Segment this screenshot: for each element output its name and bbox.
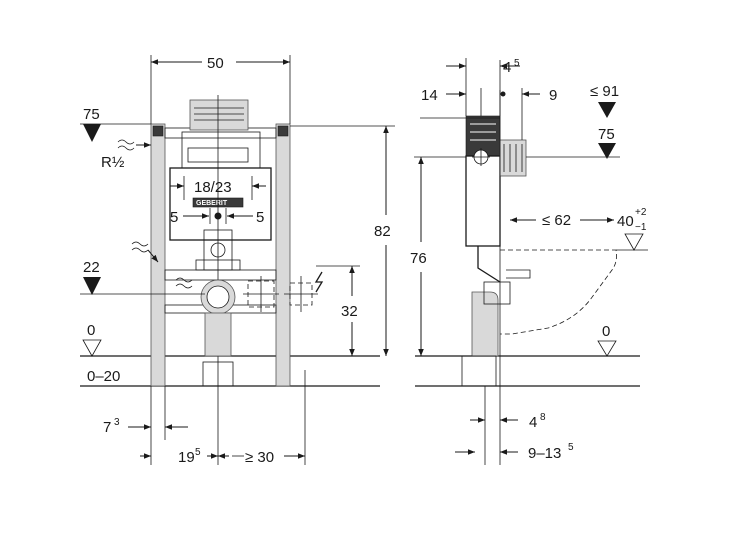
side-level-top-label: 75 [598,126,615,143]
side-floor-level-label: 0 [602,323,610,340]
electric-icon [314,271,324,293]
side-depth-b-label: 4 [503,59,511,76]
connection-label: R½ [101,154,125,171]
floor-range-label: 0–20 [87,368,120,385]
side-projection-label: ≤ 62 [542,212,571,229]
side-bowl-marker [624,233,644,251]
frame-left-post [150,123,166,387]
outlet-height-label: 32 [341,303,358,320]
width-dim-label: 50 [207,55,224,72]
min-spacing-label: ≥ 30 [245,449,274,466]
frame-top-right-cap [277,125,289,137]
side-bowl-tol-minus: −1 [635,222,647,233]
front-view: GEBERIT 18/23 5 5 [80,55,395,466]
frame-right-post [275,123,291,387]
front-floor-marker [82,339,102,357]
foot-offset-sup: 3 [114,417,120,428]
water-inlet-icon [117,139,135,151]
side-wall-range-sup: 5 [568,442,574,453]
side-pipe-end [461,355,497,387]
center-offset-label: 19 [178,449,195,466]
side-view: 14 4 5 9 ≤ 91 75 76 ≤ 62 40 +2 −1 0 [410,58,648,465]
side-depth-c-label: 9 [549,87,557,104]
side-wall-range-label: 9–13 [528,445,561,462]
side-depth-b-sup: 5 [514,58,520,69]
foot-offset-label: 7 [103,419,111,436]
center-spacing-label: 18/23 [194,179,232,196]
side-bowl-height-label: 40 [617,213,634,230]
wc-bowl-outline [500,249,617,335]
offset-left-label: 5 [170,209,178,226]
side-level-top-marker [598,143,616,159]
offset-right-label: 5 [256,209,264,226]
side-max-top-marker [598,102,616,118]
front-level-mid-marker [83,277,101,295]
center-offset-sup: 5 [195,447,201,458]
front-level-top-marker [83,124,101,142]
brand-text: GEBERIT [196,200,228,207]
side-depth-a-label: 14 [421,87,438,104]
front-level-top-label: 75 [83,106,100,123]
height-dim-label: 82 [374,223,391,240]
side-bowl-tol-plus: +2 [635,207,647,218]
waste-pipe [204,312,232,357]
side-floor-marker [597,340,617,357]
water-icon-lower [175,277,193,289]
side-pipe-offset-label: 4 [529,414,537,431]
side-max-top-label: ≤ 91 [590,83,619,100]
frame-top-left-cap [152,125,164,137]
side-height-label: 76 [410,250,427,267]
front-floor-level-label: 0 [87,322,95,339]
cistern-top [181,131,261,169]
actuator-plate [189,99,249,131]
waste-pipe-end [202,361,234,387]
side-cistern [465,155,501,247]
side-waste-pipe [471,291,499,357]
water-icon-upper [131,241,149,253]
side-pipe-offset-sup: 8 [540,412,546,423]
front-level-mid-label: 22 [83,259,100,276]
